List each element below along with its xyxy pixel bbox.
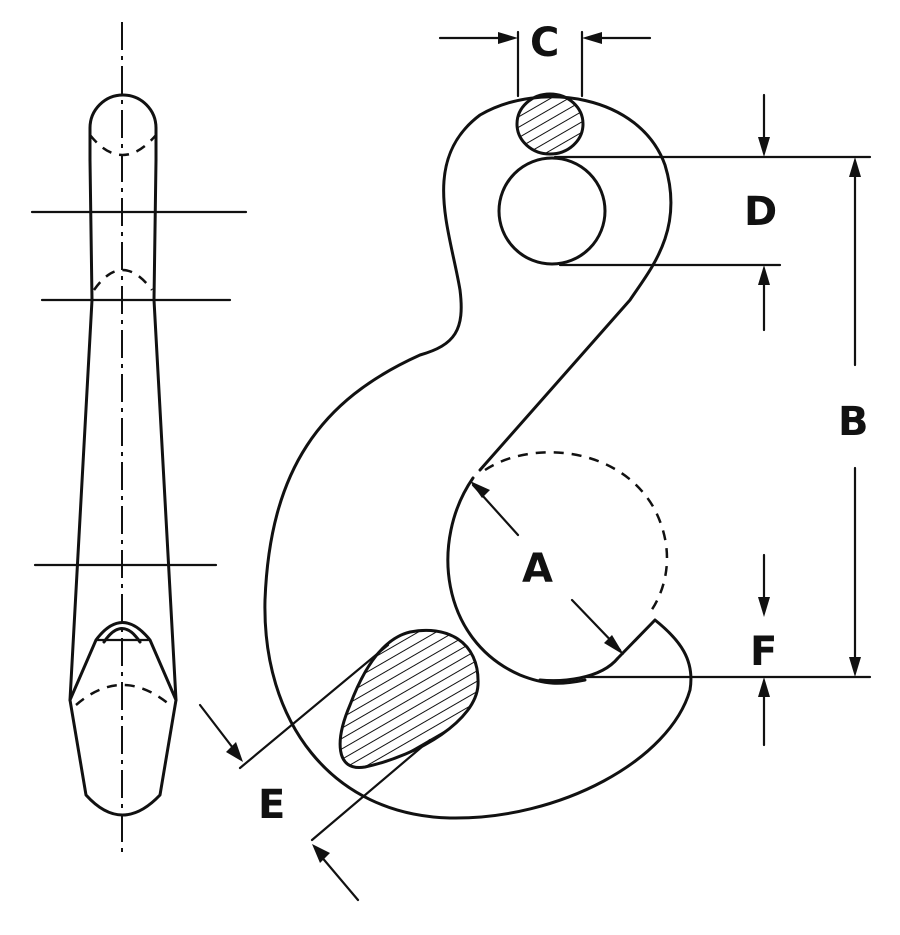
dim-e-arrow-upper <box>226 742 243 762</box>
side-view-top-cap <box>88 93 158 162</box>
dim-c-arrow-left <box>498 32 518 44</box>
side-view-tip-inner-arc <box>102 627 142 644</box>
dim-e-ext-upper <box>238 643 390 770</box>
dim-d-arrow-top <box>758 137 770 157</box>
side-view-mid-hidden-arc <box>92 268 153 291</box>
side-view <box>30 22 248 855</box>
dim-b-arrow-bottom <box>849 657 861 677</box>
hook-front-view <box>263 92 693 820</box>
side-view-body-left <box>68 298 94 702</box>
dimension-c: C <box>438 20 652 98</box>
dim-a-arrow-lower <box>604 635 624 655</box>
throat-arc-solid <box>446 476 587 685</box>
dim-d-arrow-bottom <box>758 265 770 285</box>
dim-b-arrow-top <box>849 157 861 177</box>
dim-c-arrow-right <box>582 32 602 44</box>
dim-e-ext-lower <box>310 738 432 842</box>
dimension-a: A <box>470 481 624 655</box>
eye-hatched-section <box>515 92 585 156</box>
dim-b-label: B <box>838 399 869 445</box>
body-hatched-section <box>338 628 480 769</box>
dim-a-label: A <box>522 546 553 592</box>
dimension-b: B <box>838 157 869 677</box>
throat-arc-dashed <box>484 451 669 616</box>
dim-a-arrow-upper <box>470 481 490 498</box>
hook-eye-hole <box>497 156 607 266</box>
dim-f-arrow-bottom <box>758 677 770 697</box>
dim-f-label: F <box>750 629 777 675</box>
side-view-shank-right-upper <box>152 158 158 302</box>
side-view-shank-left-upper <box>88 158 94 302</box>
side-view-tip-hidden-arc <box>75 683 171 706</box>
dim-e-leader-upper <box>198 703 238 754</box>
dimension-e: E <box>198 643 432 902</box>
side-view-top-hidden-arc <box>89 134 157 157</box>
dimension-d: D <box>553 93 872 332</box>
dim-f-arrow-top <box>758 597 770 617</box>
dimension-f: F <box>583 553 872 747</box>
dim-e-leader-lower <box>318 853 360 902</box>
dim-c-label: C <box>530 20 559 66</box>
side-view-tip <box>68 621 178 817</box>
dim-e-arrow-lower <box>312 844 330 863</box>
hook-outline <box>263 95 693 820</box>
dim-d-label: D <box>744 189 777 235</box>
side-view-body-right <box>152 298 178 702</box>
dim-e-label: E <box>258 782 285 828</box>
